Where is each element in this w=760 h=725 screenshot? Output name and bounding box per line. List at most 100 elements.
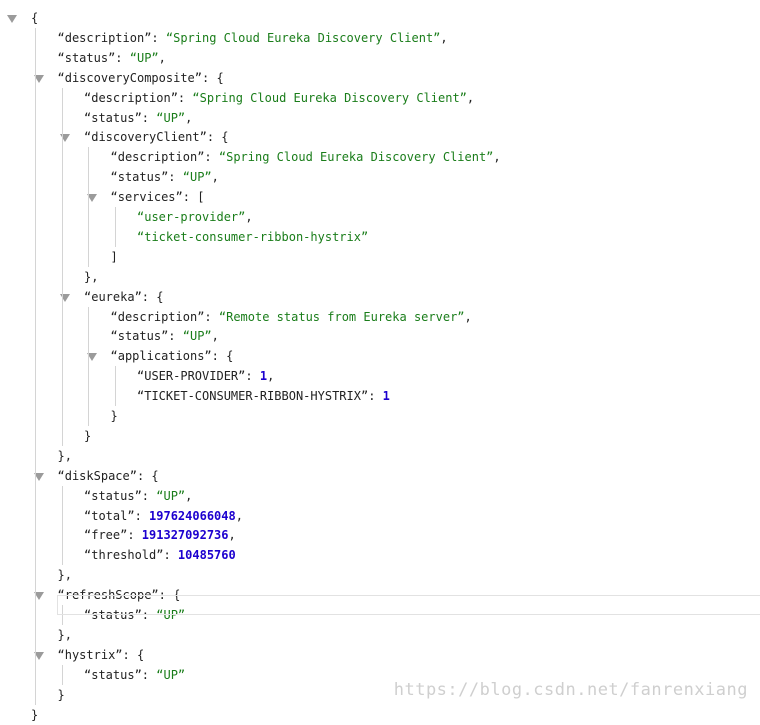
selected-line-highlight: [57, 595, 760, 615]
json-key: “TICKET-CONSUMER-RIBBON-HYSTRIX”:: [137, 389, 383, 404]
json-line: “description”: “Remote status from Eurek…: [111, 307, 472, 327]
collapse-toggle-icon[interactable]: [7, 15, 17, 23]
json-punctuation: {: [221, 130, 229, 145]
collapse-toggle-icon[interactable]: [60, 293, 70, 302]
indent-guide: [114, 207, 116, 247]
json-key: “eureka”:: [84, 289, 157, 304]
json-line: “TICKET-CONSUMER-RIBBON-HYSTRIX”: 1: [137, 386, 390, 406]
json-string-value: “Spring Cloud Eureka Discovery Client”: [192, 90, 467, 105]
json-number-value: 197624066048: [149, 508, 236, 523]
json-key: “services”:: [110, 190, 198, 205]
json-number-value: 191327092736: [141, 528, 229, 543]
json-punctuation: ,: [228, 528, 236, 543]
json-line: “status”: “UP”,: [111, 326, 219, 346]
json-line: “status”: “UP”,: [84, 108, 192, 128]
json-punctuation: },: [57, 627, 72, 642]
json-punctuation: ,: [185, 110, 193, 125]
indent-guide: [114, 366, 116, 407]
json-line: “hystrix”: {: [58, 645, 145, 665]
collapse-toggle-icon[interactable]: [33, 74, 44, 83]
json-line: }: [84, 426, 91, 446]
json-punctuation: {: [216, 70, 224, 85]
json-key: “description”:: [110, 309, 219, 324]
indent-guide: [61, 485, 63, 566]
json-punctuation: ,: [493, 150, 501, 165]
json-string-value: “Spring Cloud Eureka Discovery Client”: [165, 30, 441, 45]
json-key: “description”:: [57, 30, 166, 45]
json-line: “description”: “Spring Cloud Eureka Disc…: [84, 88, 474, 108]
collapse-toggle-icon[interactable]: [60, 134, 70, 143]
json-key: “status”:: [84, 488, 157, 503]
json-key: “status”:: [84, 667, 157, 682]
json-punctuation: },: [57, 448, 72, 463]
json-line: ]: [111, 247, 118, 267]
json-key: “status”:: [84, 608, 157, 622]
json-punctuation: [: [197, 190, 205, 205]
json-key: “free”:: [84, 528, 142, 543]
json-line: “diskSpace”: {: [58, 466, 159, 486]
json-key: “discoveryClient”:: [84, 130, 222, 145]
json-key: “applications”:: [110, 349, 227, 364]
json-punctuation: ,: [267, 369, 275, 384]
collapse-toggle-icon[interactable]: [86, 194, 97, 203]
json-string-value: “UP”: [156, 608, 186, 622]
json-line: {: [31, 8, 38, 28]
json-line: “status”: “UP”: [84, 665, 185, 685]
indent-guide: [88, 306, 89, 426]
json-line: “services”: [: [111, 187, 205, 207]
json-key: “status”:: [57, 50, 130, 65]
json-punctuation: }: [57, 687, 65, 702]
json-string-value: “UP”: [156, 110, 186, 125]
json-string-value: “ticket-consumer-ribbon-hystrix”: [137, 229, 369, 244]
json-line: “ticket-consumer-ribbon-hystrix”: [137, 227, 368, 247]
json-key: “hystrix”:: [57, 647, 137, 662]
collapse-toggle-icon[interactable]: [86, 353, 97, 362]
json-line: “applications”: {: [111, 346, 234, 366]
json-punctuation: }: [31, 707, 39, 722]
json-punctuation: ,: [245, 210, 253, 224]
json-string-value: “UP”: [156, 488, 186, 503]
json-number-value: 1: [259, 369, 268, 384]
indent-guide: [61, 605, 63, 625]
collapse-toggle-icon[interactable]: [33, 651, 44, 660]
indent-guide: [61, 664, 63, 685]
json-line: },: [58, 446, 72, 466]
json-punctuation: },: [57, 568, 72, 583]
json-string-value: “UP”: [182, 329, 212, 344]
indent-guide: [88, 147, 89, 267]
json-line: “status”: “UP”,: [58, 48, 166, 68]
json-line: “discoveryComposite”: {: [58, 68, 224, 88]
json-punctuation: }: [84, 428, 92, 443]
json-line: “status”: “UP”: [84, 605, 185, 625]
json-punctuation: {: [226, 349, 234, 364]
json-line: },: [84, 267, 98, 287]
json-line: “user-provider”,: [137, 207, 253, 227]
json-line: “status”: “UP”,: [84, 486, 192, 506]
json-string-value: “UP”: [182, 170, 212, 185]
json-punctuation: ,: [235, 508, 243, 523]
json-string-value: “Remote status from Eureka server”: [218, 309, 465, 324]
json-punctuation: ,: [466, 90, 475, 105]
collapse-toggle-icon[interactable]: [33, 472, 44, 481]
json-key: “status”:: [84, 110, 157, 125]
json-punctuation: ,: [211, 170, 219, 185]
json-line: “free”: 191327092736,: [84, 525, 236, 545]
json-punctuation: ,: [158, 50, 166, 65]
json-number-value: 10485760: [177, 548, 236, 563]
watermark-text: https://blog.csdn.net/fanrenxiang: [393, 680, 748, 700]
json-punctuation: ]: [110, 249, 118, 264]
json-key: “total”:: [84, 508, 150, 523]
json-punctuation: },: [84, 269, 99, 284]
json-punctuation: {: [156, 289, 164, 304]
indent-guide: [35, 28, 36, 705]
json-key: “status”:: [110, 329, 183, 344]
json-key: “USER-PROVIDER”:: [137, 369, 260, 384]
json-number-value: 1: [382, 389, 390, 404]
json-key: “discoveryComposite”:: [57, 70, 217, 85]
json-punctuation: {: [151, 468, 159, 483]
json-punctuation: {: [136, 647, 145, 662]
json-line: “description”: “Spring Cloud Eureka Disc…: [58, 28, 448, 48]
collapse-toggle-icon[interactable]: [33, 592, 44, 601]
json-string-value: “UP”: [129, 50, 159, 65]
json-punctuation: ,: [211, 329, 219, 344]
